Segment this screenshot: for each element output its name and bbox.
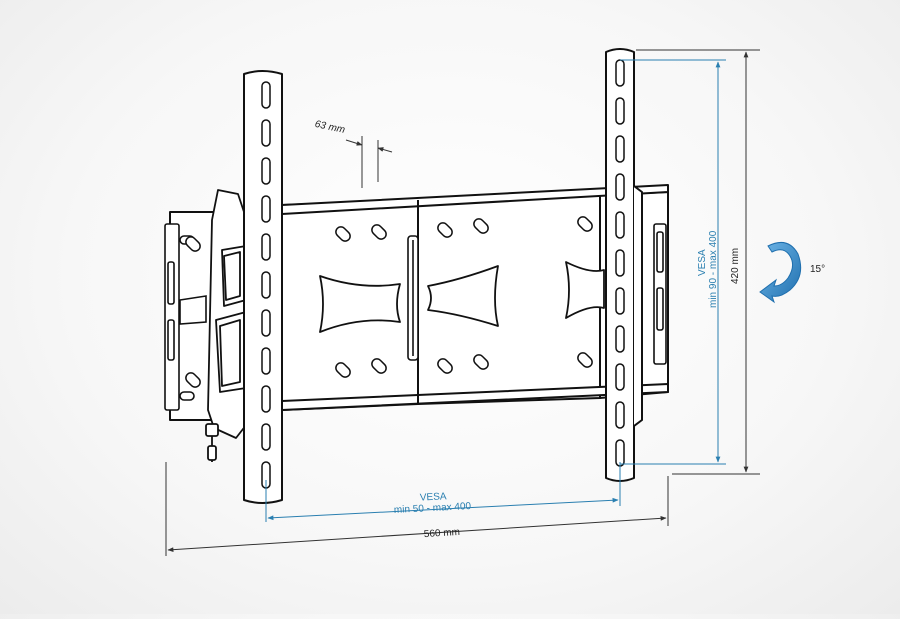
- vesa-v-range: min 90 - max 400: [708, 230, 719, 308]
- gap-dimension: [345, 136, 393, 188]
- width-label: 560 mm: [424, 527, 461, 540]
- left-flange: [164, 223, 207, 411]
- vesa-h-dimension: [265, 462, 621, 522]
- tilt-label: 15°: [810, 264, 825, 275]
- bowtie-cutouts: [319, 261, 605, 333]
- height-label: 420 mm: [730, 248, 741, 284]
- center-slot: [407, 235, 419, 361]
- vesa-v-title: VESA: [697, 249, 708, 276]
- vesa-h-title: VESA: [420, 491, 448, 503]
- height-dimension: [636, 49, 760, 475]
- left-arm: [243, 70, 283, 504]
- right-arm: [605, 48, 643, 482]
- curved-arrow-icon: [759, 241, 802, 304]
- right-flange: [653, 223, 667, 365]
- vesa-v-dimension: [620, 59, 726, 465]
- width-dimension: [165, 462, 669, 556]
- gap-label: 63 mm: [314, 119, 346, 136]
- plate-holes: [185, 216, 593, 388]
- vesa-h-range: min 50 - max 400: [394, 501, 472, 516]
